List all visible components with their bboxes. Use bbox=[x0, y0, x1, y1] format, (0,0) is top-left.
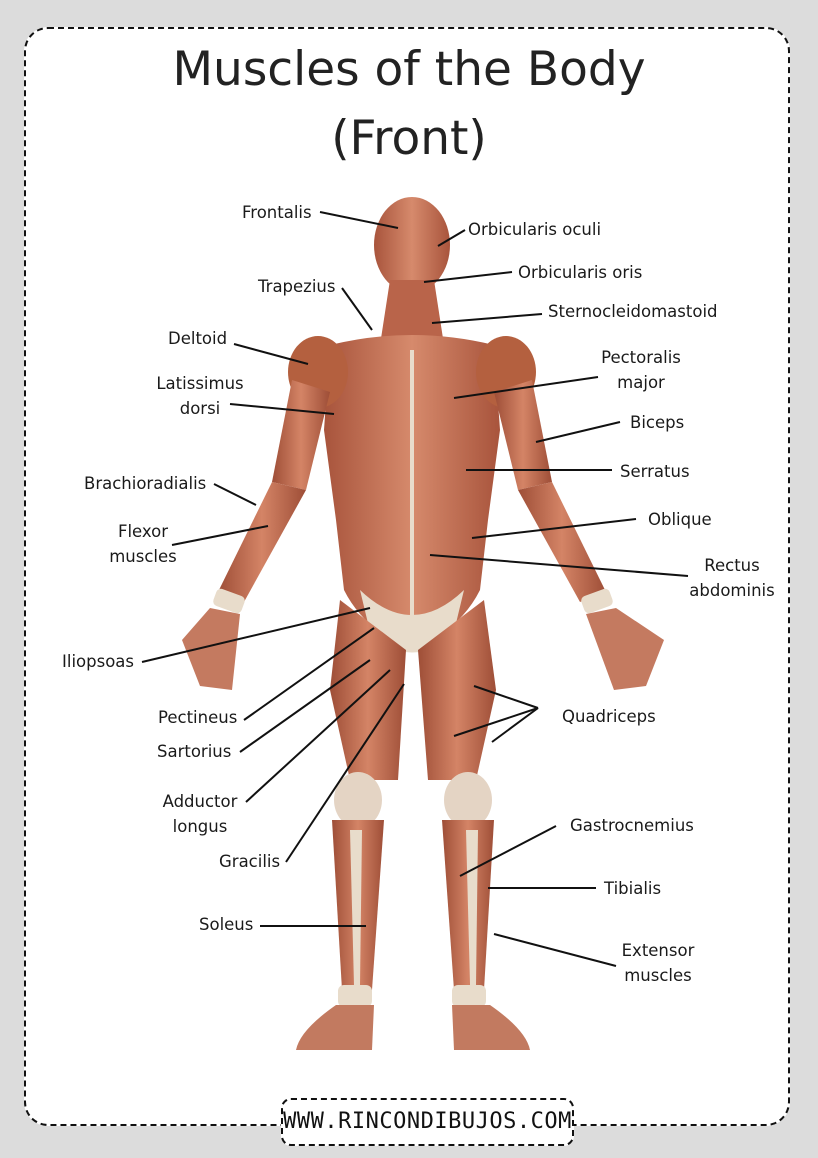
leader-line-quadriceps-3 bbox=[491, 707, 539, 743]
label-adductor-longus-line1: Adductor bbox=[162, 792, 238, 811]
right-upper-arm-shape bbox=[494, 380, 552, 490]
leader-line-pectoralis-major bbox=[453, 376, 599, 399]
leader-line-latissimus-dorsi bbox=[229, 403, 335, 415]
label-soleus: Soleus bbox=[199, 915, 254, 934]
head-shape bbox=[374, 197, 450, 293]
left-ankle-shape bbox=[338, 985, 372, 1007]
left-hand-shape bbox=[182, 608, 240, 690]
label-pectoralis-major-line2: major bbox=[617, 373, 665, 392]
left-foot-shape bbox=[296, 1005, 374, 1050]
leader-line-orbicularis-oculi bbox=[437, 229, 466, 247]
linea-alba-shape bbox=[410, 350, 414, 620]
label-orbicularis-oris: Orbicularis oris bbox=[518, 263, 643, 282]
leader-line-frontalis bbox=[319, 211, 399, 229]
left-upper-arm-shape bbox=[272, 380, 330, 490]
left-wrist-shape bbox=[213, 588, 245, 614]
right-thigh-shape bbox=[418, 600, 496, 780]
page-subtitle: (Front) bbox=[331, 111, 487, 166]
leader-line-deltoid bbox=[233, 343, 309, 365]
leader-lines bbox=[141, 211, 689, 967]
leader-line-rectus-abdominis bbox=[429, 554, 689, 577]
label-iliopsoas: Iliopsoas bbox=[62, 652, 135, 671]
label-latissimus-dorsi-line2: dorsi bbox=[179, 399, 221, 418]
leader-line-pectineus bbox=[243, 627, 375, 721]
leader-line-adductor-longus bbox=[245, 669, 391, 803]
website-footer: WWW.RINCONDIBUJOS.COM bbox=[281, 1098, 574, 1146]
page-title: Muscles of the Body bbox=[172, 42, 646, 97]
label-sartorius: Sartorius bbox=[157, 742, 232, 761]
right-foot-shape bbox=[452, 1005, 530, 1050]
label-frontalis: Frontalis bbox=[242, 203, 312, 222]
label-gracilis: Gracilis bbox=[219, 852, 281, 871]
right-hand-shape bbox=[586, 608, 664, 690]
label-rectus-abdominis-line2: abdominis bbox=[689, 581, 775, 600]
right-ankle-shape bbox=[452, 985, 486, 1007]
label-adductor-longus-line2: longus bbox=[172, 817, 228, 836]
left-forearm-shape bbox=[218, 482, 306, 602]
label-rectus-abdominis-line1: Rectus bbox=[704, 556, 760, 575]
left-knee-shape bbox=[334, 772, 382, 828]
label-sternocleidomastoid: Sternocleidomastoid bbox=[548, 302, 718, 321]
label-oblique: Oblique bbox=[648, 510, 712, 529]
label-latissimus-dorsi-line1: Latissimus bbox=[156, 374, 244, 393]
label-pectoralis-major-line1: Pectoralis bbox=[601, 348, 681, 367]
right-forearm-shape bbox=[518, 482, 606, 602]
leader-line-orbicularis-oris bbox=[423, 271, 513, 283]
neck-shape bbox=[380, 280, 444, 345]
label-flexor-muscles-line1: Flexor bbox=[117, 522, 169, 541]
leader-line-quadriceps-2 bbox=[453, 707, 539, 737]
label-pectineus: Pectineus bbox=[158, 708, 238, 727]
leader-line-sternocleidomastoid bbox=[431, 313, 543, 324]
right-wrist-shape bbox=[581, 588, 613, 614]
right-knee-shape bbox=[444, 772, 492, 828]
label-serratus: Serratus bbox=[620, 462, 690, 481]
label-trapezius: Trapezius bbox=[258, 277, 336, 296]
label-brachioradialis: Brachioradialis bbox=[84, 474, 207, 493]
body-silhouette bbox=[182, 197, 664, 1050]
label-biceps: Biceps bbox=[630, 413, 685, 432]
label-quadriceps: Quadriceps bbox=[562, 707, 656, 726]
label-flexor-muscles-line2: muscles bbox=[109, 547, 177, 566]
leader-line-trapezius bbox=[341, 287, 373, 331]
label-extensor-muscles-line1: Extensor bbox=[621, 941, 695, 960]
leader-line-flexor-muscles bbox=[171, 525, 269, 546]
left-tibia-tendon-shape bbox=[350, 830, 362, 985]
label-gastrocnemius: Gastrocnemius bbox=[570, 816, 694, 835]
label-deltoid: Deltoid bbox=[168, 329, 228, 348]
label-orbicularis-oculi: Orbicularis oculi bbox=[468, 220, 602, 239]
leader-line-sartorius bbox=[239, 659, 371, 753]
leader-line-gracilis bbox=[285, 683, 405, 863]
leader-line-brachioradialis bbox=[213, 483, 257, 506]
leader-line-gastrocnemius bbox=[459, 825, 557, 877]
leader-line-biceps bbox=[535, 421, 621, 443]
leader-line-oblique bbox=[471, 518, 637, 539]
label-tibialis: Tibialis bbox=[604, 879, 662, 898]
leader-line-quadriceps-1 bbox=[473, 685, 539, 709]
label-extensor-muscles-line2: muscles bbox=[624, 966, 692, 985]
leader-line-iliopsoas bbox=[141, 607, 371, 663]
leader-line-extensor-muscles bbox=[493, 933, 617, 967]
